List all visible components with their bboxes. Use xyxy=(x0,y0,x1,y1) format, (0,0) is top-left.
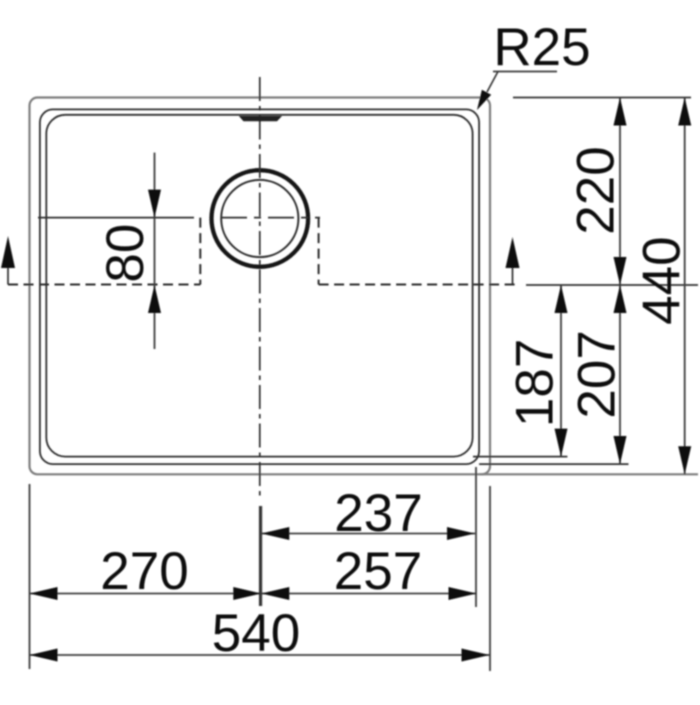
svg-text:207: 207 xyxy=(567,330,626,418)
svg-text:257: 257 xyxy=(334,542,422,601)
svg-text:540: 540 xyxy=(212,604,300,663)
svg-text:80: 80 xyxy=(96,224,155,283)
svg-text:237: 237 xyxy=(334,484,422,543)
svg-text:270: 270 xyxy=(100,542,188,601)
svg-text:187: 187 xyxy=(506,339,565,427)
svg-text:220: 220 xyxy=(567,146,626,234)
svg-text:R25: R25 xyxy=(493,18,590,77)
svg-text:440: 440 xyxy=(632,236,691,324)
